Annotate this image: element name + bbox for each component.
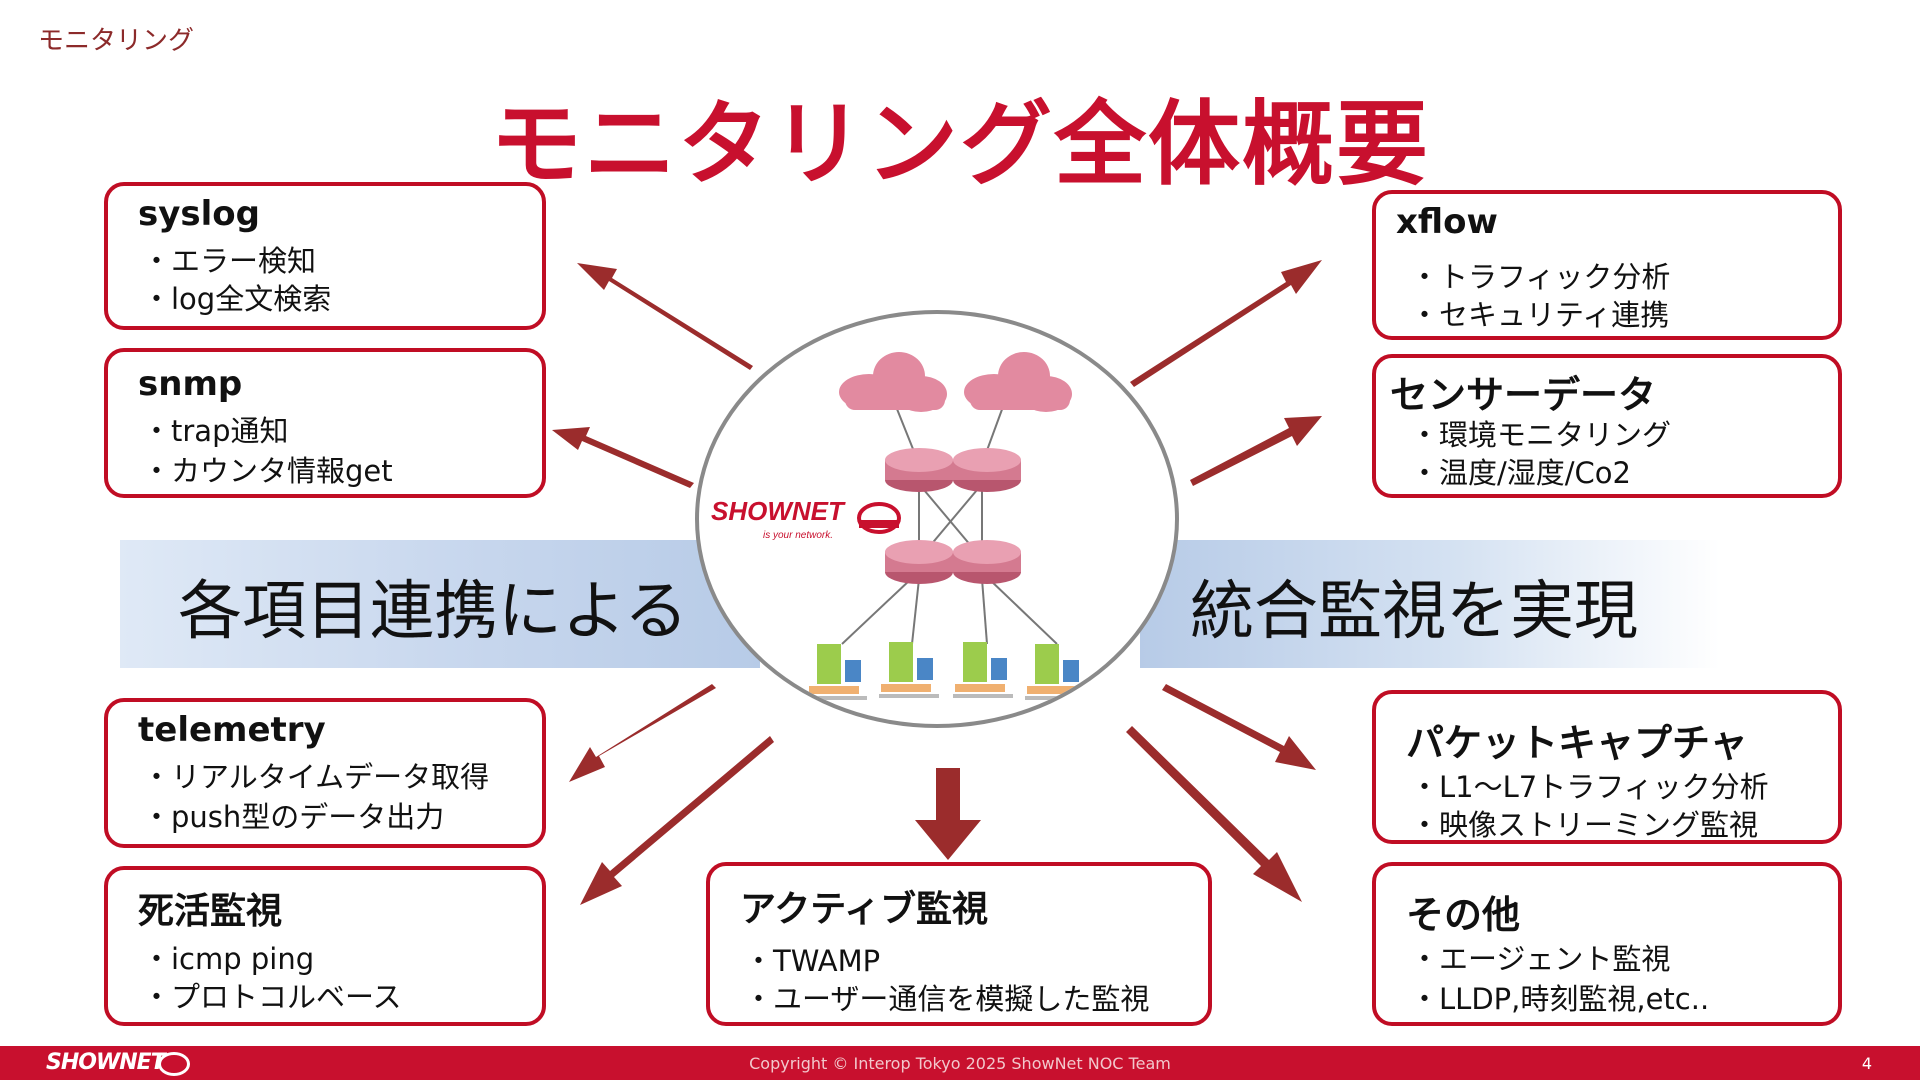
box-title: 死活監視 [138, 891, 283, 932]
box-item: ・push型のデータ出力 [142, 800, 445, 834]
host-icon [1025, 644, 1085, 700]
box-item: ・L1～L7トラフィック分析 [1410, 770, 1769, 804]
box-item: ・リアルタイムデータ取得 [142, 760, 490, 794]
link-r3-host1 [841, 578, 912, 645]
box-item: ・環境モニタリング [1410, 418, 1672, 452]
box-syslog: syslog ・エラー検知 ・log全文検索 [104, 182, 546, 330]
footer-copyright: Copyright © Interop Tokyo 2025 ShowNet N… [749, 1054, 1171, 1073]
box-item: ・トラフィック分析 [1410, 260, 1671, 294]
page-number: 4 [1861, 1054, 1872, 1073]
host-icon [807, 644, 867, 700]
arrow-to-capture [1162, 684, 1316, 770]
box-item: ・エージェント監視 [1410, 942, 1671, 976]
box-item: ・カウンタ情報get [142, 454, 393, 488]
box-item: ・エラー検知 [142, 244, 317, 278]
integration-band-left [120, 540, 760, 668]
network-topology: SHOWNET is your network. [711, 352, 1085, 700]
router-icon [885, 540, 953, 584]
network-hub: SHOWNET is your network. [695, 310, 1179, 728]
band-text-right: 統合監視を実現 [1190, 575, 1638, 649]
box-other: その他 ・エージェント監視 ・LLDP,時刻監視,etc.. [1372, 862, 1842, 1026]
router-icon [953, 540, 1021, 584]
box-title: telemetry [138, 710, 326, 750]
footer-bar: SHOWNET Copyright © Interop Tokyo 2025 S… [0, 1046, 1920, 1080]
box-sensor-data: センサーデータ ・環境モニタリング ・温度/湿度/Co2 [1372, 354, 1842, 498]
box-item: ・LLDP,時刻監視,etc.. [1410, 982, 1710, 1016]
footer-logo: SHOWNET [46, 1050, 166, 1075]
arrow-to-other [1126, 726, 1302, 902]
shownet-logo-icon [158, 1052, 190, 1076]
section-label: モニタリング [38, 26, 195, 56]
box-item: ・プロトコルベース [142, 980, 402, 1014]
arrow-to-telemetry [569, 684, 716, 782]
box-title: アクティブ監視 [740, 889, 989, 930]
link-r4-host3 [981, 578, 988, 645]
shownet-logo-base [859, 520, 899, 528]
box-title: syslog [138, 194, 260, 234]
box-title: snmp [138, 364, 243, 404]
arrow-to-syslog [577, 263, 753, 370]
link-r3-host2 [911, 578, 920, 645]
host-icon [879, 642, 939, 698]
link-r4-host4 [988, 578, 1058, 645]
box-item: ・trap通知 [142, 414, 289, 448]
box-active-monitoring: アクティブ監視 ・TWAMP ・ユーザー通信を模擬した監視 [706, 862, 1212, 1026]
box-packet-capture: パケットキャプチャ ・L1～L7トラフィック分析 ・映像ストリーミング監視 [1372, 690, 1842, 844]
box-item: ・温度/湿度/Co2 [1410, 456, 1631, 490]
hub-logo-tagline: is your network. [763, 530, 833, 541]
box-snmp: snmp ・trap通知 ・カウンタ情報get [104, 348, 546, 498]
box-ping: 死活監視 ・icmp ping ・プロトコルベース [104, 866, 546, 1026]
page-title: モニタリング全体概要 [489, 91, 1430, 198]
host-icon [953, 642, 1013, 698]
box-item: ・log全文検索 [142, 282, 332, 316]
box-title: センサーデータ [1390, 373, 1657, 417]
hub-logo: SHOWNET [711, 496, 846, 526]
arrow-to-snmp [552, 427, 694, 488]
arrow-to-ping [580, 736, 774, 905]
router-icon [885, 448, 953, 492]
arrow-to-active [915, 768, 981, 860]
box-xflow: xflow ・トラフィック分析 ・セキュリティ連携 [1372, 190, 1842, 340]
cloud-icon [964, 352, 1072, 412]
arrow-to-xflow [1130, 260, 1322, 387]
integration-band-right [1140, 540, 1720, 668]
box-title: その他 [1406, 893, 1521, 937]
router-icon [953, 448, 1021, 492]
cloud-icon [839, 352, 947, 412]
box-item: ・ユーザー通信を模擬した監視 [744, 982, 1150, 1016]
box-item: ・セキュリティ連携 [1410, 298, 1670, 332]
band-text-left: 各項目連携による [178, 575, 689, 649]
arrow-to-sensor [1190, 416, 1322, 486]
box-item: ・映像ストリーミング監視 [1410, 808, 1759, 842]
box-title: xflow [1396, 202, 1498, 242]
box-item: ・TWAMP [744, 944, 881, 978]
box-item: ・icmp ping [142, 942, 315, 976]
box-title: パケットキャプチャ [1406, 721, 1748, 765]
box-telemetry: telemetry ・リアルタイムデータ取得 ・push型のデータ出力 [104, 698, 546, 848]
